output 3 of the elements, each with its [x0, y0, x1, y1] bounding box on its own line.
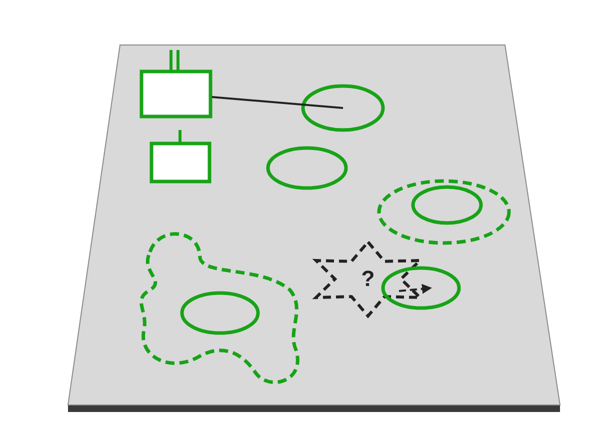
arrow — [398, 284, 432, 294]
connector-line — [212, 96, 344, 109]
question-mark: ? — [361, 268, 375, 290]
